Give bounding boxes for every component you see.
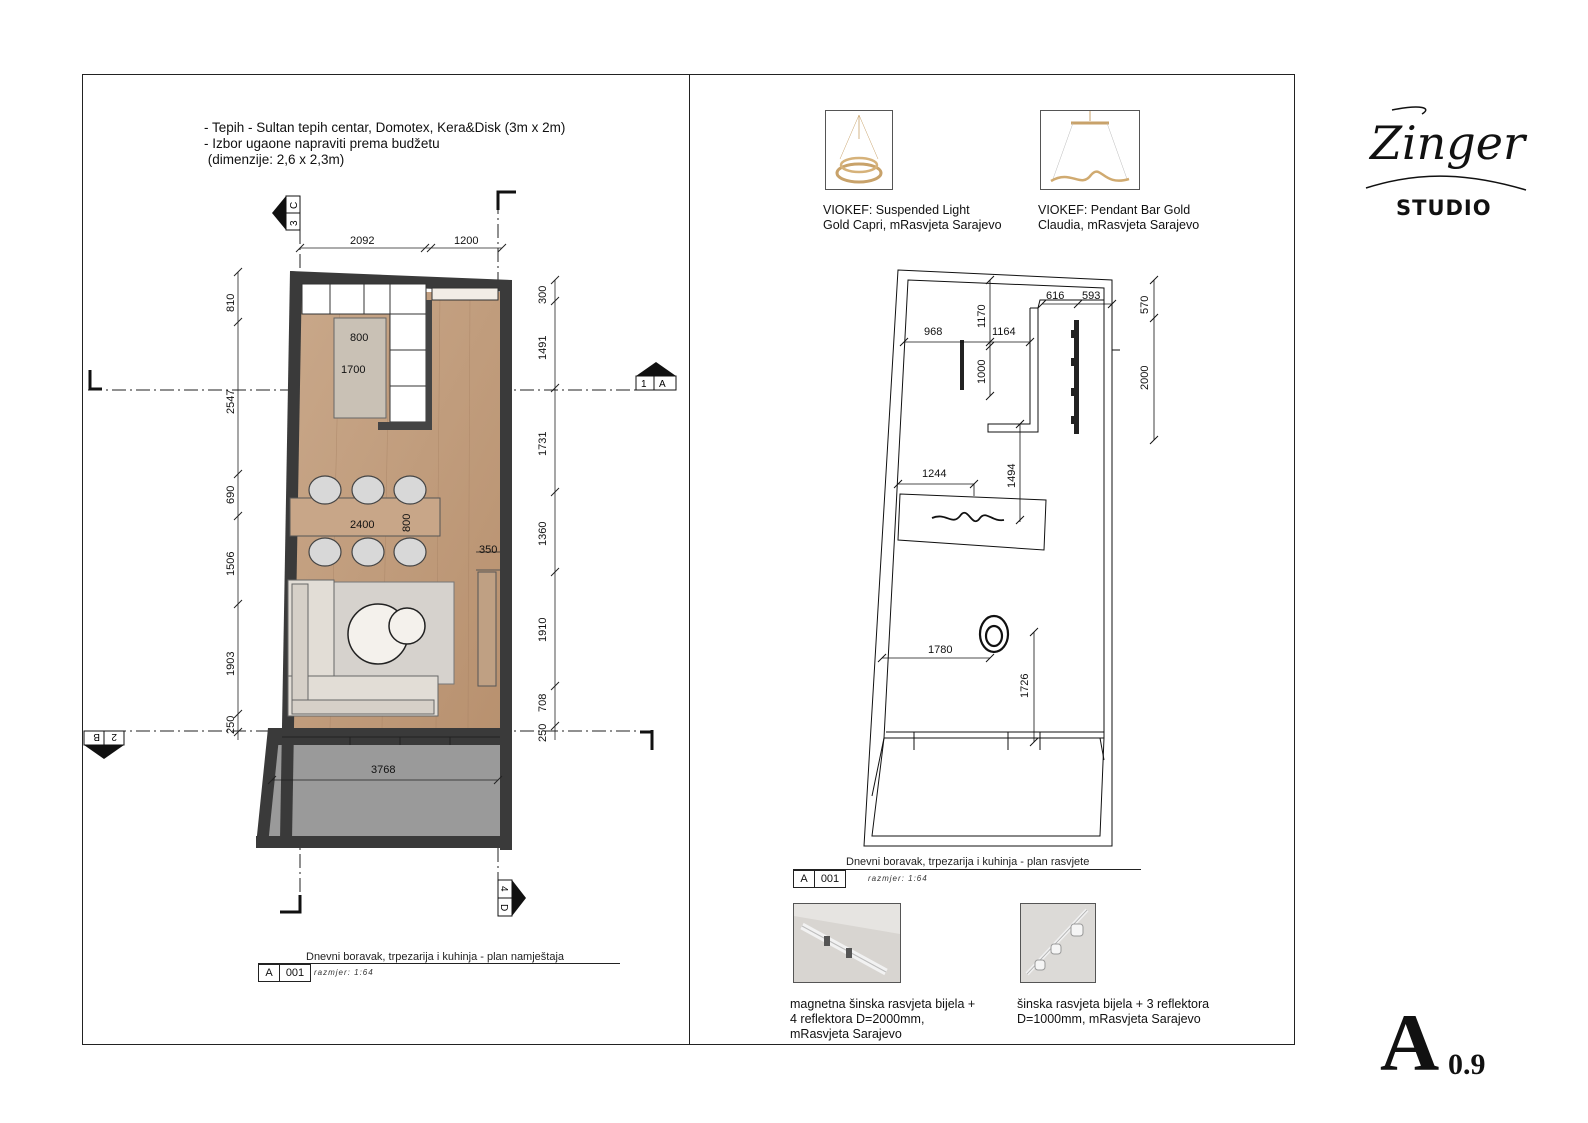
kitchen-island — [333, 317, 387, 419]
ref-number: 001 — [285, 967, 305, 979]
sheet-number-sub: 0.9 — [1448, 1048, 1486, 1081]
dim-616: 616 — [1046, 290, 1064, 302]
furniture-plan-ref: A 001 — [258, 964, 311, 982]
dim-tv-350: 350 — [479, 544, 497, 556]
pendant-claudia-symbol — [931, 512, 1005, 522]
dim-left-2547: 2547 — [225, 390, 237, 414]
balcony-floor — [262, 745, 500, 836]
dim-1244: 1244 — [922, 468, 946, 480]
furniture-plan-scale: razmjer: 1:64 — [314, 968, 374, 977]
section-marker-4D: 4 D — [497, 879, 526, 917]
dimension-ticks — [233, 243, 560, 785]
product-capri-line2: Gold Capri, mRasvjeta Sarajevo — [823, 218, 1002, 232]
marker-4-num: 4 — [498, 886, 509, 892]
furniture-plan-title-underline — [258, 963, 620, 964]
marker-1-num: 1 — [641, 379, 647, 390]
product-magnetic-track-line2: 4 reflektora D=2000mm, — [790, 1012, 925, 1026]
product-image-claudia — [1040, 110, 1140, 190]
section-corners — [88, 190, 654, 914]
dim-right-300: 300 — [537, 286, 549, 304]
lighting-plan-ref: A 001 — [793, 870, 846, 888]
dim-right-1731: 1731 — [537, 432, 549, 456]
furniture-plan: 2092 1200 810 2547 690 1506 1903 250 300… — [83, 190, 677, 917]
dim-593: 593 — [1082, 290, 1100, 302]
dim-balcony-3768: 3768 — [371, 764, 395, 776]
product-image-capri — [825, 110, 893, 190]
kitchen-cabinets — [301, 283, 499, 423]
dining-chairs — [308, 475, 427, 567]
dim-1170: 1170 — [976, 304, 988, 328]
marker-3-num: 3 — [289, 220, 300, 226]
corner-sofa — [287, 579, 439, 717]
dim-right-1910: 1910 — [537, 618, 549, 642]
marker-2-letter: B — [93, 731, 100, 742]
dim-1726: 1726 — [1019, 674, 1031, 698]
ref-letter: A — [259, 965, 280, 981]
section-marker-2B: B 2 — [83, 730, 125, 759]
product-magnetic-track-line1: magnetna šinska rasvjeta bijela + — [790, 997, 976, 1011]
product-track-spots-line2: D=1000mm, mRasvjeta Sarajevo — [1017, 1012, 1201, 1026]
track-light-2000 — [1074, 320, 1079, 434]
furniture-plan-title: Dnevni boravak, trpezarija i kuhinja - p… — [306, 951, 565, 963]
note-carpet: - Tepih - Sultan tepih centar, Domotex, … — [204, 120, 566, 135]
dim-right-250: 250 — [537, 724, 549, 742]
marker-2-num: 2 — [111, 731, 117, 742]
ref-letter: A — [794, 871, 815, 887]
dim-right-708: 708 — [537, 694, 549, 712]
dim-island-800: 800 — [350, 332, 368, 344]
dim-left-810: 810 — [225, 294, 237, 312]
section-marker-1A: 1 A — [635, 362, 677, 391]
dim-table-2400: 2400 — [350, 519, 374, 531]
marker-4-letter: D — [498, 904, 509, 911]
product-track-spots-line1: šinska rasvjeta bijela + 3 reflektora — [1017, 997, 1210, 1011]
brand-logo-swash — [1365, 106, 1527, 191]
note-corner-sofa: - Izbor ugaone napraviti prema budžetu — [204, 136, 440, 151]
lighting-plan-title-underline — [793, 869, 1141, 870]
lighting-plan: 968 1170 1164 1000 616 593 570 2000 1244… — [863, 269, 1159, 847]
product-claudia-line1: VIOKEF: Pendant Bar Gold — [1038, 203, 1191, 217]
pendant-capri-symbol — [978, 614, 1010, 654]
lighting-walls — [863, 269, 1120, 847]
dim-left-250: 250 — [225, 716, 237, 734]
dim-table-800: 800 — [401, 514, 413, 532]
sheet-frame — [82, 74, 1295, 1045]
note-dimensions: (dimenzije: 2,6 x 2,3m) — [204, 152, 345, 167]
dim-island-1700: 1700 — [341, 364, 365, 376]
product-claudia-line2: Claudia, mRasvjeta Sarajevo — [1038, 218, 1200, 232]
dim-top-2092: 2092 — [350, 235, 374, 247]
dim-1494: 1494 — [1006, 464, 1018, 488]
dim-1780: 1780 — [928, 644, 952, 656]
dim-left-690: 690 — [225, 486, 237, 504]
dim-top-1200: 1200 — [454, 235, 478, 247]
product-image-track-spots — [1020, 903, 1096, 983]
lighting-dimension-lines — [882, 280, 1155, 742]
brand-logo-script: Zinger — [1370, 116, 1525, 170]
lighting-plan-title: Dnevni boravak, trpezarija i kuhinja - p… — [846, 856, 1090, 868]
lighting-plan-scale: razmjer: 1:64 — [868, 874, 928, 883]
dim-left-1903: 1903 — [225, 652, 237, 676]
marker-1-letter: A — [659, 379, 666, 390]
tv-unit — [477, 571, 497, 687]
sheet-number-letter: A — [1380, 997, 1440, 1088]
product-image-magnetic-track — [793, 903, 901, 983]
product-magnetic-track-line3: mRasvjeta Sarajevo — [790, 1027, 902, 1041]
ref-number: 001 — [820, 873, 840, 885]
coffee-table-small — [388, 607, 426, 645]
dining-table-outline — [897, 493, 1047, 551]
dim-1164: 1164 — [992, 326, 1016, 338]
dim-2000: 2000 — [1139, 366, 1151, 390]
dim-right-1491: 1491 — [537, 336, 549, 360]
sheet-divider — [689, 74, 690, 1045]
section-marker-3C: C 3 — [272, 195, 301, 231]
dim-570: 570 — [1139, 296, 1151, 314]
dim-1000: 1000 — [976, 360, 988, 384]
dim-968: 968 — [924, 326, 942, 338]
dim-right-1360: 1360 — [537, 522, 549, 546]
track-light-1000 — [960, 340, 964, 390]
dimension-lines — [237, 247, 556, 781]
brand-logo-studio: STUDIO — [1396, 196, 1492, 220]
product-capri-line1: VIOKEF: Suspended Light — [823, 203, 970, 217]
marker-3-letter: C — [289, 202, 300, 209]
dim-left-1506: 1506 — [225, 552, 237, 576]
